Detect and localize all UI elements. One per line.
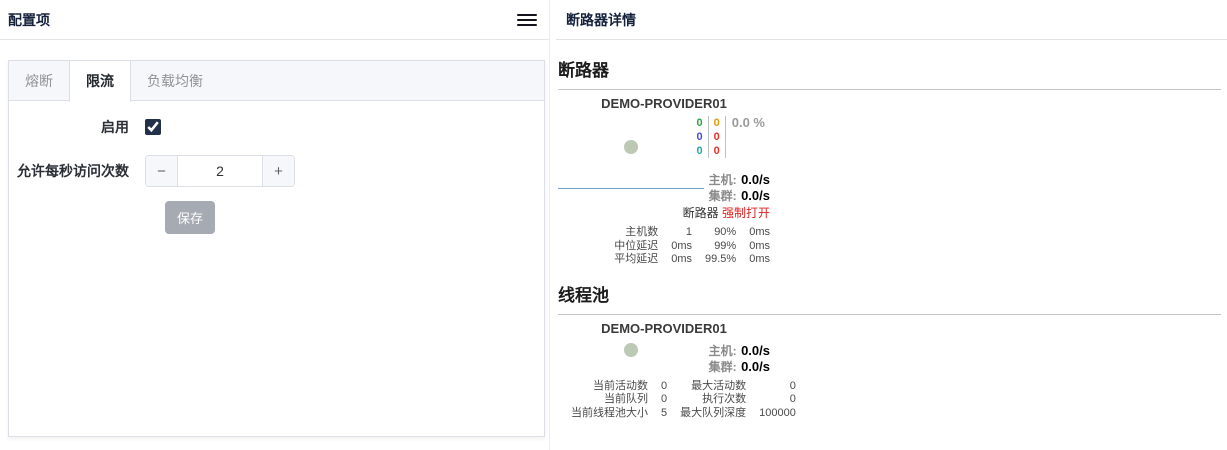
rate-limit-form: 启用 允许每秒访问次数 − + 保存 [9,101,544,234]
success-count: 0 [692,116,709,130]
host-rate-line: 主机: 0.0/s [558,172,770,188]
cluster-rate-value: 0.0/s [741,188,770,203]
circuit-metrics: 0 0 0.0 % 0 0 0 0 主机: 0.0/s [558,112,770,267]
stat-label: 平均延迟 [614,253,659,265]
stat-value: 1 [685,226,693,238]
circuit-health-dot [624,140,638,154]
tab-rate-limit[interactable]: 限流 [69,61,131,102]
cluster-rate-value: 0.0/s [741,358,770,374]
rate-row: 允许每秒访问次数 − + [9,155,544,187]
circuit-status-line: 断路器 强制打开 [558,206,770,221]
cluster-rate-label: 集群: [708,189,737,203]
timeout-count: 0 [709,116,726,130]
config-panel-title: 配置项 [8,11,50,28]
breaker-detail-title: 断路器详情 [556,0,1227,40]
bad-request-count: 0 [692,144,709,158]
circuit-monitor: DEMO-PROVIDER01 0 0 0.0 % 0 0 0 0 [558,96,770,267]
stat-value: 5 [661,406,668,419]
circuit-counters: 0 0 0.0 % 0 0 0 0 [692,116,771,158]
config-card: 熔断 限流 负载均衡 启用 允许每秒访问次数 − + [8,60,545,437]
stat-label: 中位延迟 [614,239,659,252]
host-rate-label: 主机: [708,173,737,187]
cluster-rate-line: 集群: 0.0/s [558,188,770,204]
stat-label: 当前队列 [604,393,648,405]
config-tabs: 熔断 限流 负载均衡 [9,61,544,102]
rejected-count: 0 [709,144,726,158]
stat-value: 0 [789,393,796,405]
stat-label: 当前线程池大小 [571,406,648,419]
rate-label: 允许每秒访问次数 [17,163,129,179]
enable-label: 启用 [101,119,129,135]
circuit-status-value: 强制打开 [721,206,770,220]
stat-label: 最大队列深度 [680,406,747,419]
stat-value: 0 [661,379,668,392]
stat-label: 99.5% [705,253,737,265]
circuit-service-name: DEMO-PROVIDER01 [601,96,727,111]
thread-pool-service-name: DEMO-PROVIDER01 [601,320,727,336]
circuit-rates: 主机: 0.0/s 集群: 0.0/s [558,172,770,204]
enable-checkbox[interactable] [145,119,161,135]
stat-label: 99% [714,239,737,252]
thread-pool-health-dot [624,342,638,357]
cluster-rate-label: 集群: [708,359,737,374]
host-rate-label: 主机: [708,343,737,358]
counter-filler [726,130,770,144]
breaker-detail-panel: 断路器详情 断路器 DEMO-PROVIDER01 0 0 0.0 % 0 0 … [556,0,1227,450]
quantity-stepper: − + [145,155,295,187]
save-row: 保存 [9,201,544,234]
circuit-section-heading: 断路器 [558,56,1221,90]
stat-label: 主机数 [625,226,659,238]
stat-label: 最大活动数 [691,379,747,392]
stat-value: 0 [661,393,668,405]
stat-value: 0ms [671,253,693,265]
decrease-button[interactable]: − [146,156,178,186]
host-rate-line: 主机: 0.0/s [558,343,770,359]
thread-pool-stats-table: 当前活动数 0 最大活动数 0 当前队列 0 执行次数 0 当前线程池大小 5 … [558,380,796,421]
cluster-rate-line: 集群: 0.0/s [558,359,770,375]
traffic-sparkline [558,188,704,189]
save-button[interactable]: 保存 [165,201,216,234]
thread-pool-monitor: DEMO-PROVIDER01 主机: 0.0/s 集群: 0.0/s [558,320,796,421]
stat-label: 当前活动数 [593,379,648,392]
thread-pool-metrics: 主机: 0.0/s 集群: 0.0/s 当前活动数 0 最大活动数 0 [558,343,796,421]
config-panel: 配置项 熔断 限流 负载均衡 启用 允许每秒访问次数 − [0,0,550,450]
circuit-latency-table: 主机数 1 90% 0ms 中位延迟 0ms 99% 0ms 平均延迟 0ms … [601,226,770,267]
thread-pool-section-heading: 线程池 [558,281,1221,315]
breaker-detail-body: 断路器 DEMO-PROVIDER01 0 0 0.0 % 0 0 0 0 [556,56,1227,420]
menu-icon[interactable] [517,9,537,31]
stat-label: 执行次数 [702,393,747,405]
stat-value: 0ms [749,253,770,265]
stat-value: 100000 [759,406,796,419]
tab-load-balance[interactable]: 负载均衡 [147,73,203,89]
error-percentage: 0.0 % [731,115,765,130]
failure-count: 0 [709,130,726,144]
stat-value: 0ms [749,226,770,238]
stat-value: 0 [789,379,796,392]
tab-circuit-break[interactable]: 熔断 [25,73,53,89]
counter-filler [726,144,770,158]
thread-pool-rates: 主机: 0.0/s 集群: 0.0/s [558,343,770,375]
stat-label: 90% [714,226,737,238]
host-rate-value: 0.0/s [741,342,770,358]
increase-button[interactable]: + [262,156,294,186]
stat-value: 0ms [749,239,770,252]
config-panel-header: 配置项 [0,0,549,40]
rate-input[interactable] [178,156,262,186]
circuit-status-label: 断路器 [682,206,719,220]
stat-value: 0ms [671,239,693,252]
host-rate-value: 0.0/s [741,172,770,187]
short-circuited-count: 0 [692,130,709,144]
enable-row: 启用 [9,117,544,137]
